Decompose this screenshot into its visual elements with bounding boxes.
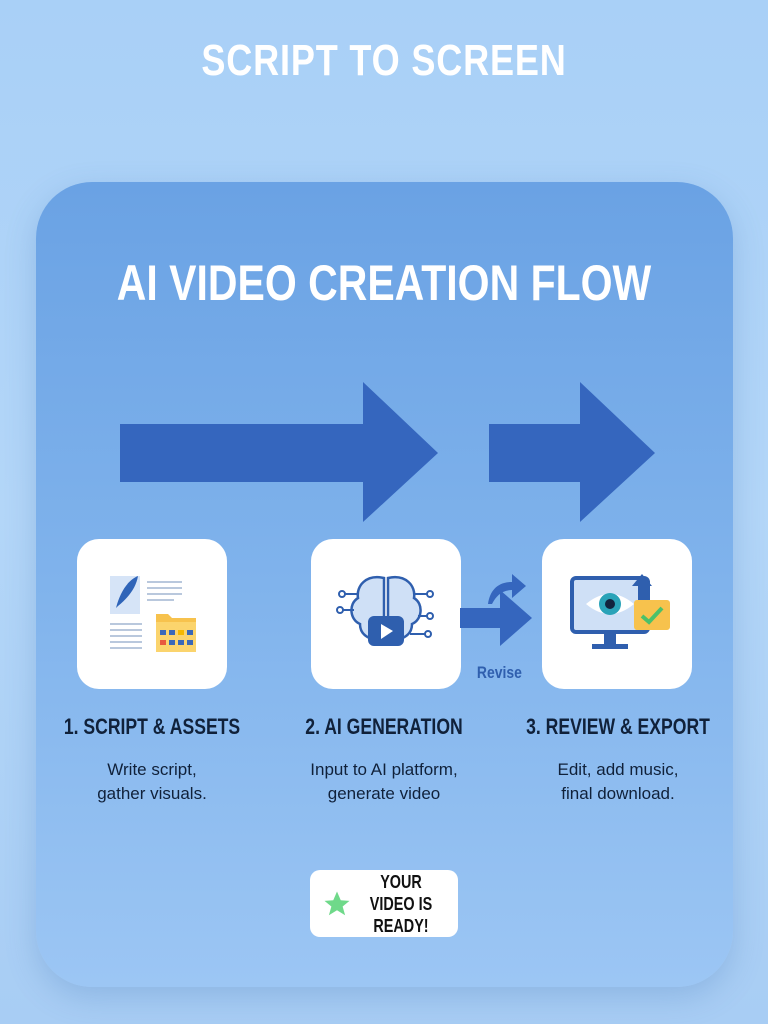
ready-badge: YOUR VIDEO IS READY! xyxy=(310,870,458,937)
step-3-box xyxy=(542,539,692,689)
monitor-eye-export-icon xyxy=(570,574,670,649)
page-title: SCRIPT TO SCREEN xyxy=(201,36,567,85)
big-arrow-2 xyxy=(489,382,655,522)
step-2-title: 2. AI GENERATION xyxy=(305,714,463,739)
badge-text: YOUR VIDEO IS READY! xyxy=(369,871,433,936)
step-2-box xyxy=(311,539,461,689)
step-2-desc: Input to AI platform, generate video xyxy=(310,760,458,803)
ai-brain-video-icon xyxy=(336,575,434,646)
step-3-title: 3. REVIEW & EXPORT xyxy=(526,714,710,739)
star-icon xyxy=(324,891,350,915)
revise-label: Revise xyxy=(476,663,522,682)
step-1-title: 1. SCRIPT & ASSETS xyxy=(63,714,241,739)
revise-arrow xyxy=(460,574,532,646)
card-title: AI VIDEO CREATION FLOW xyxy=(116,255,652,311)
step-3-desc: Edit, add music, final download. xyxy=(557,760,679,803)
document-folder-icon xyxy=(110,576,196,652)
step-1-desc: Write script, gather visuals. xyxy=(97,760,207,803)
step-1-box xyxy=(77,539,227,689)
big-arrow-1 xyxy=(120,382,438,522)
